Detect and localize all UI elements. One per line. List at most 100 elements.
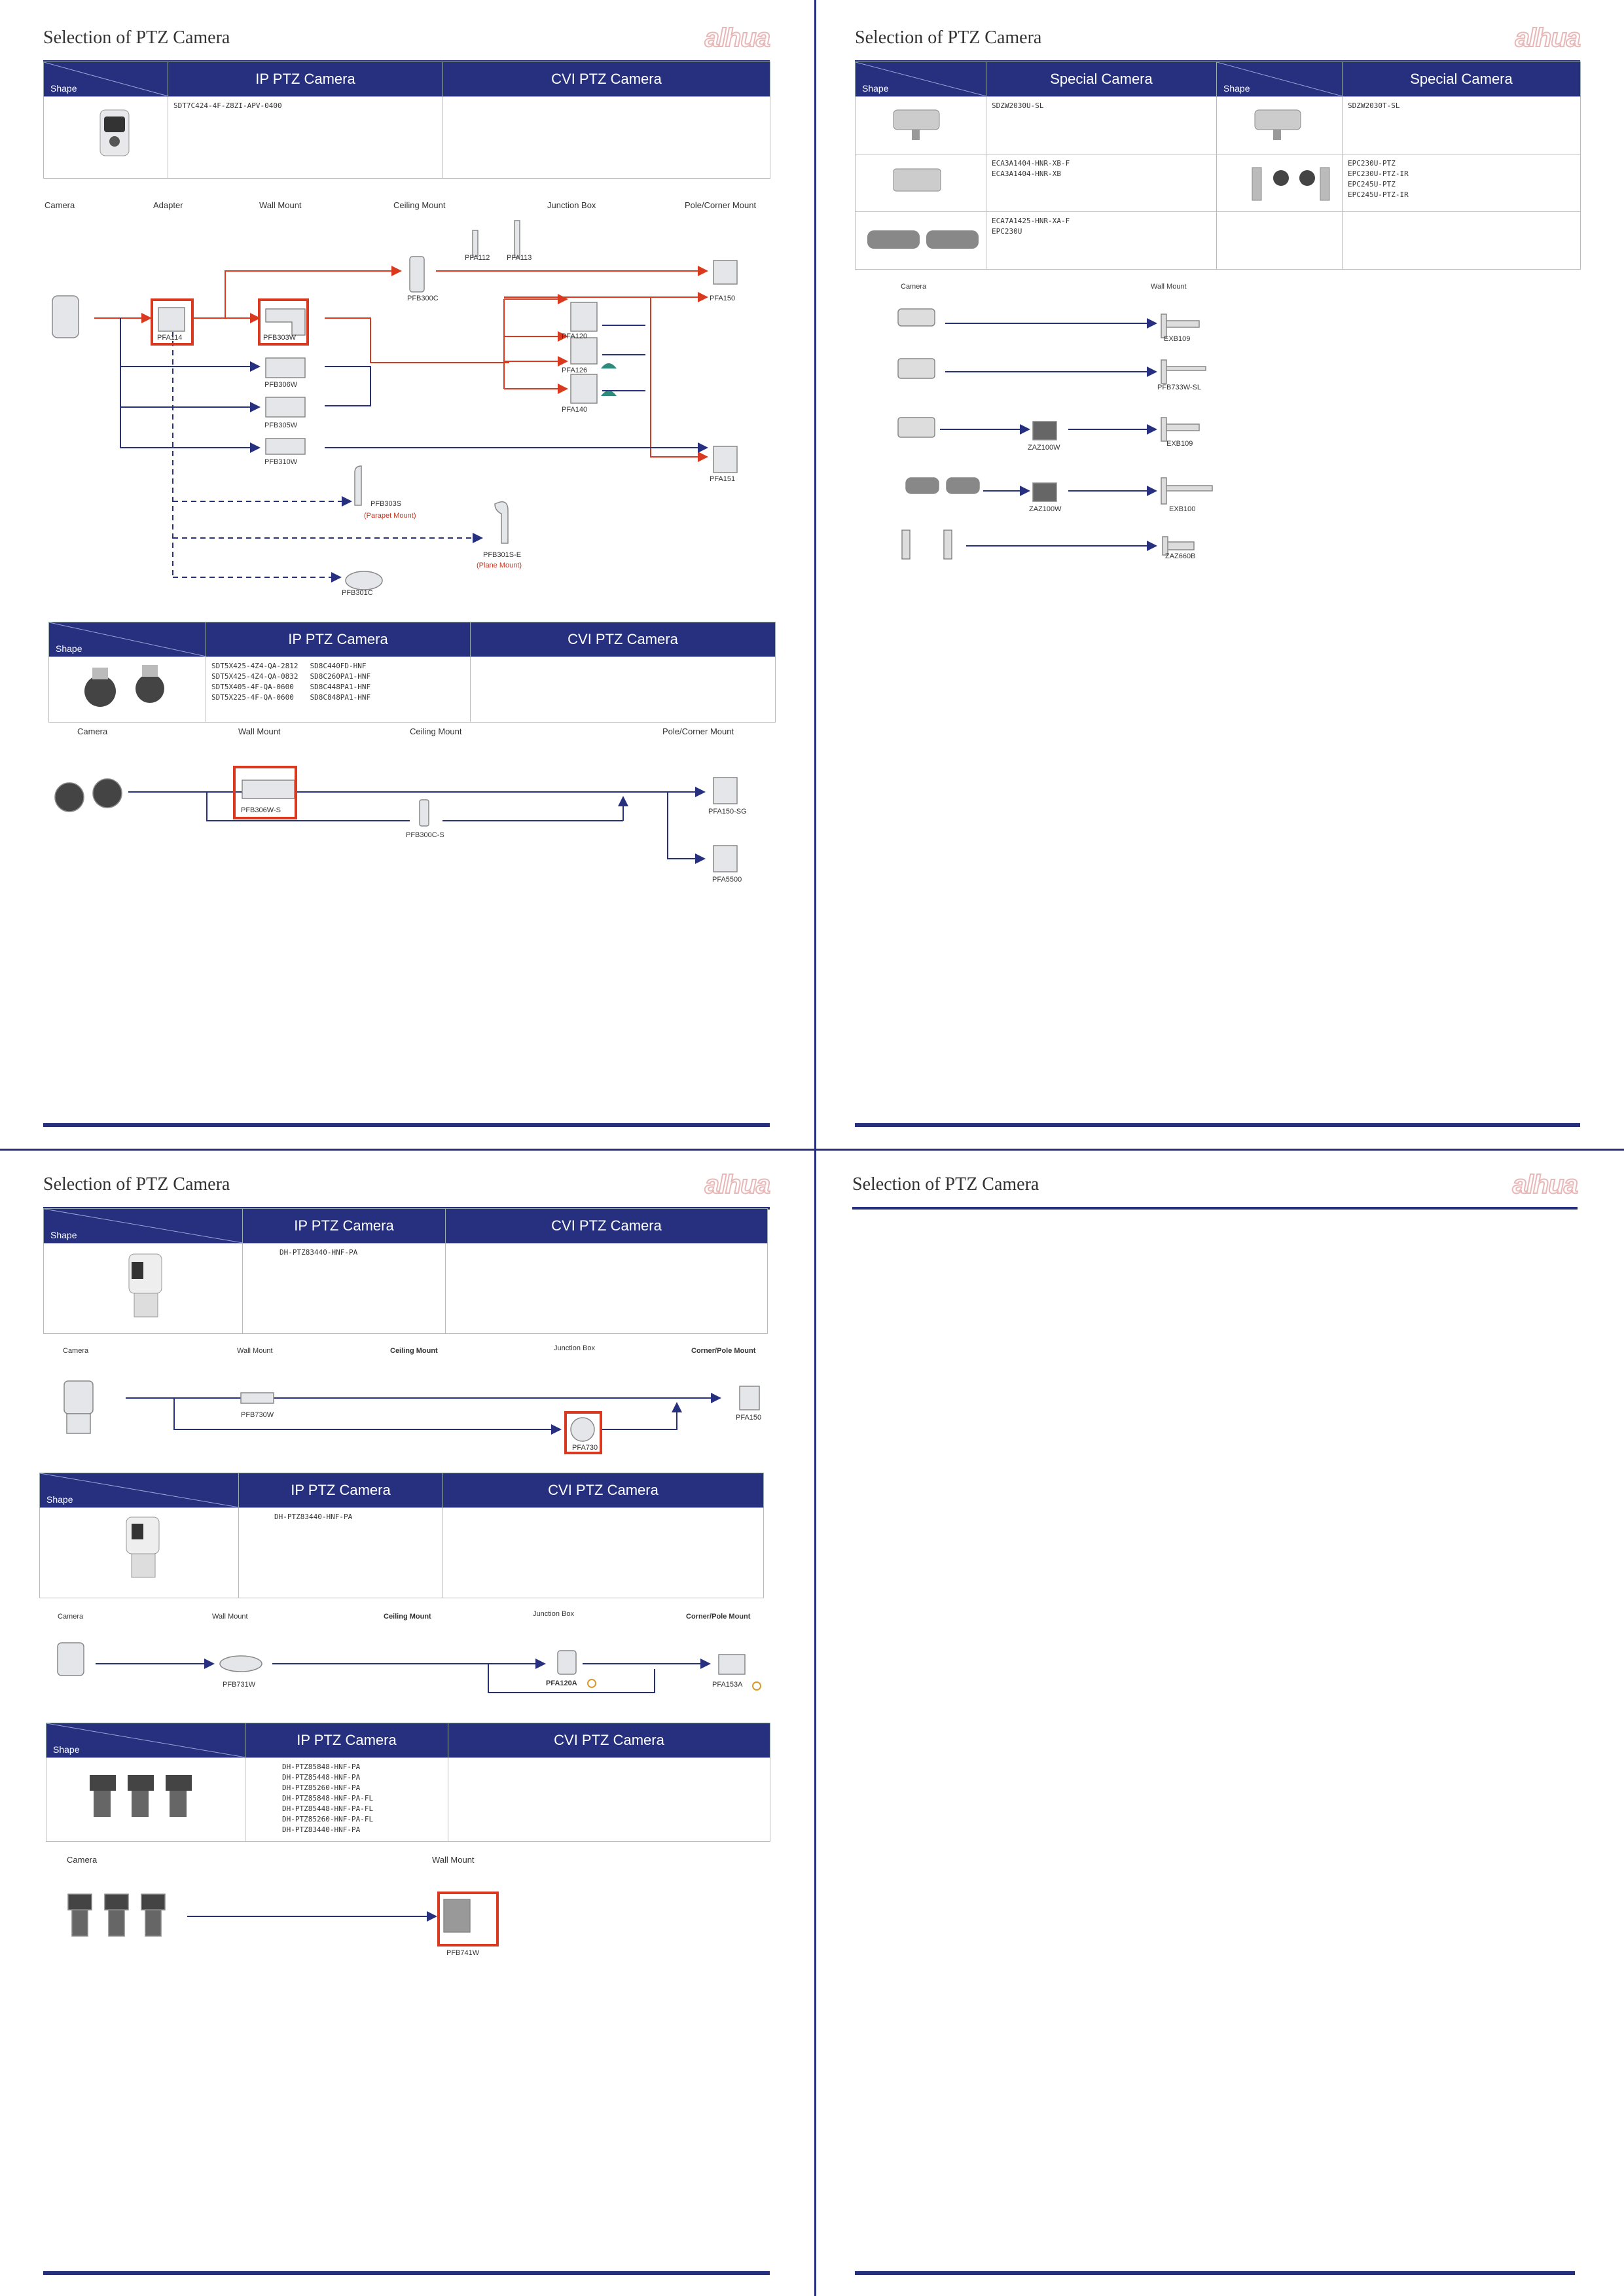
special-header-left: Special Camera [986,62,1217,97]
camera-icon [1252,167,1330,201]
shape-header: Shape [48,622,206,657]
model-cell: ECA3A1404-HNR-XB-F ECA3A1404-HNR-XB [986,154,1217,212]
camera-icon [126,1516,160,1578]
label-zaz100w-a: ZAZ100W [1028,444,1060,452]
footer-rule [43,2271,770,2275]
ip-ptz-header: IP PTZ Camera [242,1208,446,1244]
label-pfa730: PFA730 [572,1444,598,1452]
label-pfb301se: PFB301S-E [483,551,522,559]
col-pole-corner: Pole/Corner Mount [685,200,757,210]
label-pfa153a: PFA153A [712,1681,743,1689]
model-cell: ECA7A1425-HNR-XA-F EPC230U [986,211,1217,270]
label-pfb306ws: PFB306W-S [241,806,281,814]
label-pfa120: PFA120 [562,332,588,340]
cvi-models [448,1757,770,1842]
col-camera: Camera [67,1855,98,1865]
col-ceiling-mount: Ceiling Mount [393,200,446,210]
page-title: Selection of PTZ Camera [855,27,1042,48]
pfb303w-highlight [258,298,309,346]
col-wall-mount: Wall Mount [432,1855,475,1865]
brand-logo: alhua [704,23,771,53]
cvi-models [442,1507,764,1598]
spec-table-1: Shape IP PTZ Camera CVI PTZ Camera SDT7C… [43,62,770,179]
label-pfb305w: PFB305W [264,422,298,429]
label-pfb310w: PFB310W [264,458,298,466]
page-top-right: Selection of PTZ Camera alhua Shape Spec… [855,23,1581,1140]
brand-logo: alhua [1512,1170,1579,1200]
col-corner-pole: Corner/Pole Mount [691,1347,756,1355]
camera-icon [893,109,940,140]
col-wall-mount: Wall Mount [212,1613,248,1621]
flow-diagram-1 [52,220,738,590]
label-pfa126: PFA126 [562,367,588,374]
label-exb109-a: EXB109 [1164,335,1191,343]
label-pfb303s: PFB303S [370,500,402,508]
ip-models: SDT7C424-4F-Z8ZI-APV-0400 [168,96,443,179]
cvi-ptz-header: CVI PTZ Camera [470,622,776,657]
label-pfb301c: PFB301C [342,589,373,597]
shape-cell [1216,154,1343,212]
shape-cell [43,1243,243,1334]
page-title: Selection of PTZ Camera [852,1174,1039,1194]
ip-ptz-header: IP PTZ Camera [206,622,471,657]
page-bottom-left: Selection of PTZ Camera alhua Shape IP P… [39,1170,771,2287]
shape-cell [855,96,986,154]
col-pole-corner: Pole/Corner Mount [662,726,734,736]
col-junction-box: Junction Box [547,200,596,210]
label-pfa150: PFA150 [710,295,736,302]
label-pfa150: PFA150 [736,1414,762,1422]
page-title: Selection of PTZ Camera [43,27,230,48]
pfb741w-highlight [437,1892,499,1946]
label-zaz660b: ZAZ660B [1165,552,1196,560]
label-pfb741w: PFB741W [446,1949,480,1957]
ip-models: DH-PTZ85848-HNF-PA DH-PTZ85448-HNF-PA DH… [245,1757,448,1842]
vertical-divider [814,0,816,2296]
label-pfb733w-sl: PFB733W-SL [1157,384,1202,391]
footer-rule [43,1123,770,1127]
camera-icon [90,1775,192,1817]
label-pfb730w: PFB730W [241,1411,274,1419]
cvi-ptz-header: CVI PTZ Camera [442,1473,764,1508]
shape-cell [1216,211,1343,270]
ip-ptz-header: IP PTZ Camera [238,1473,443,1508]
label-pfa113: PFA113 [507,254,532,262]
camera-icon [99,109,130,156]
ip-models: SDT5X425-4Z4-QA-2812 SDT5X425-4Z4-QA-083… [206,656,471,723]
col-camera: Camera [77,726,108,736]
shape-cell [39,1507,239,1598]
shape-header: Shape [46,1723,245,1758]
col-camera: Camera [58,1613,84,1621]
label-pfb303w: PFB303W [263,334,297,342]
label-pfa150sg: PFA150-SG [708,808,747,816]
label-exb109-b: EXB109 [1166,440,1193,448]
shape-header: Shape [39,1473,239,1508]
spec-table-3: Shape IP PTZ Camera CVI PTZ Camera DH-PT… [46,1723,770,1842]
col-camera: Camera [901,283,927,291]
brand-logo: alhua [1515,23,1581,53]
page-title: Selection of PTZ Camera [43,1174,230,1194]
label-pfa112: PFA112 [465,254,490,262]
flow-diagram-2 [54,777,738,872]
pfa730-highlight [564,1411,602,1454]
label-pfb300c: PFB300C [407,295,439,302]
camera-icon [1254,109,1301,140]
label-pfa151: PFA151 [710,475,736,483]
camera-icon [893,168,941,192]
col-wall-mount: Wall Mount [259,200,302,210]
label-parapet-mount: (Parapet Mount) [364,512,416,520]
cvi-ptz-header: CVI PTZ Camera [442,62,770,97]
col-ceiling-mount: Ceiling Mount [390,1347,438,1355]
shape-header: Shape [43,62,168,97]
model-cell: SDZW2030T-SL [1342,96,1581,154]
dome-camera-icon [84,665,164,707]
flow-diagram-special [897,308,1213,560]
ip-models-col1: SDT5X425-4Z4-QA-2812 SDT5X425-4Z4-QA-083… [211,662,298,702]
label-pfb306w: PFB306W [264,381,298,389]
spec-table-2: Shape IP PTZ Camera CVI PTZ Camera SDT5X… [48,622,776,723]
camera-icon [867,230,979,249]
pfa114-highlight [151,298,194,346]
label-exb100: EXB100 [1169,505,1196,513]
col-wall-mount: Wall Mount [237,1347,273,1355]
shape-header-left: Shape [855,62,986,97]
model-cell [1342,211,1581,270]
